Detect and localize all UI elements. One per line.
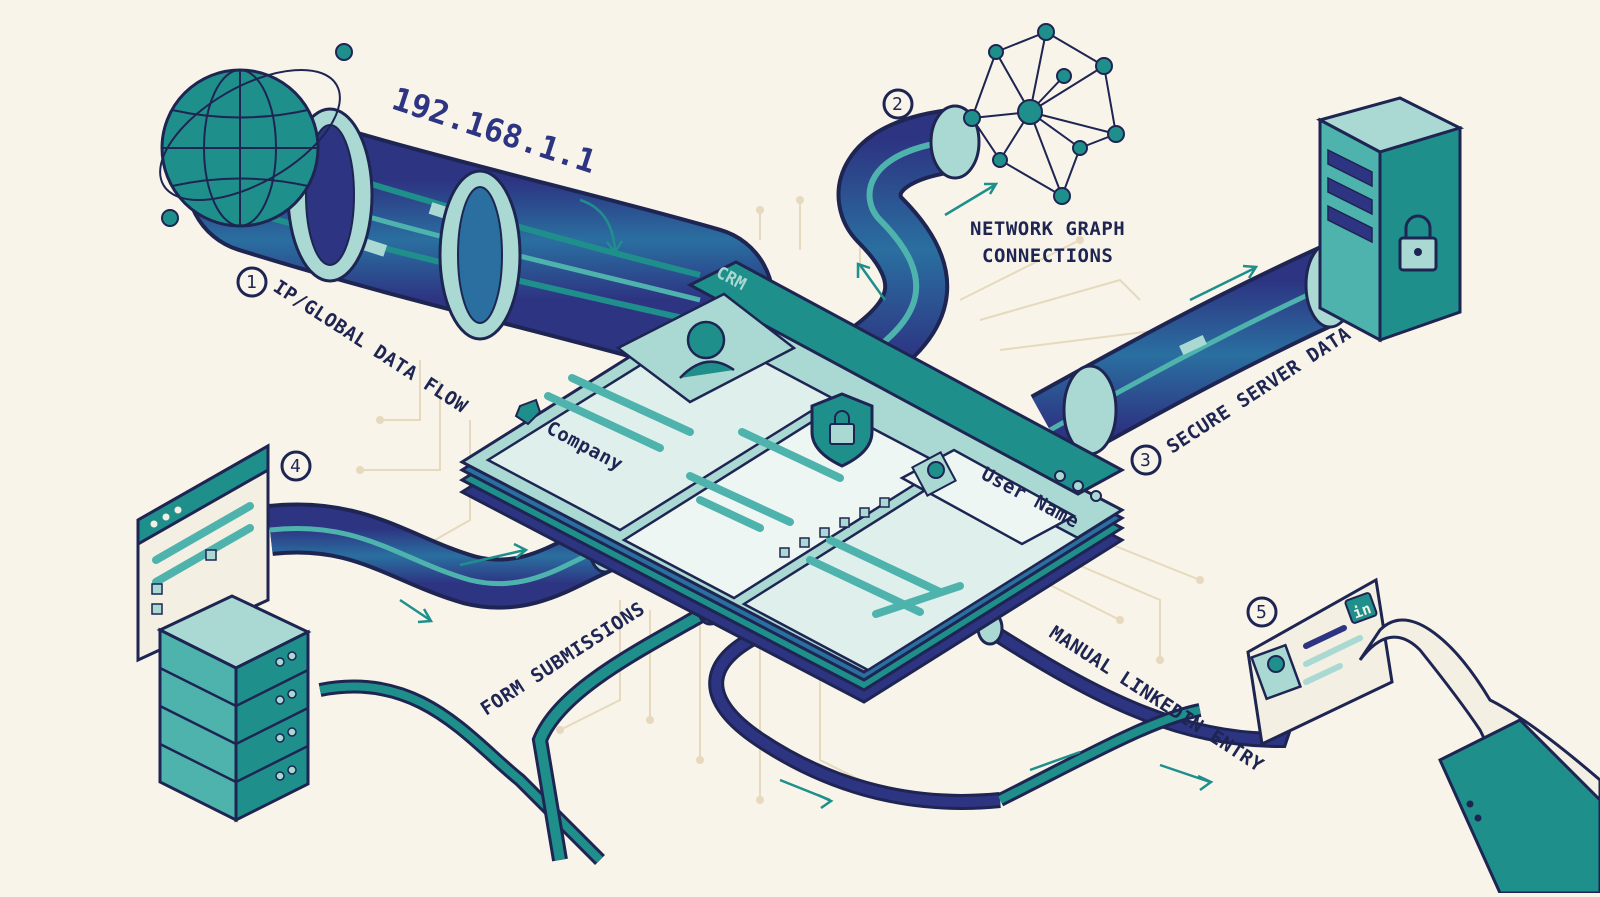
- crm-dashboard: Company User Name CRM: [458, 260, 1126, 704]
- flow-arrows: [399, 182, 1259, 810]
- avatar: [927, 461, 945, 479]
- form-pipe: [267, 502, 1001, 865]
- flow-2-text-line2: CONNECTIONS: [982, 245, 1113, 267]
- network-graph-icon: [963, 23, 1125, 205]
- flow-2-number: 2: [892, 94, 903, 115]
- server-pipe: [1030, 241, 1357, 465]
- flow-3-number: 3: [1140, 450, 1151, 471]
- linkedin-pipe: [976, 610, 1308, 807]
- network-pipe: [836, 104, 981, 388]
- company-logo-icon: [514, 398, 542, 426]
- globe-icon: [159, 43, 353, 228]
- shield-lock-icon: [810, 392, 874, 468]
- ip-data-pipe: [185, 105, 775, 375]
- flow-5-number: 5: [1256, 602, 1267, 623]
- flow-4-number: 4: [290, 456, 301, 477]
- server-lock-icon: [1315, 96, 1465, 343]
- linkedin-badge: in: [1350, 599, 1373, 622]
- flow-1-number: 1: [246, 272, 257, 293]
- server-stack-icon: [156, 594, 312, 823]
- flow-2-label: 2 NETWORK GRAPH CONNECTIONS: [882, 88, 1125, 267]
- flow-2-text-line1: NETWORK GRAPH: [970, 218, 1125, 240]
- hand-icon: [1358, 618, 1600, 895]
- linkedin-card-icon: in: [1246, 577, 1394, 747]
